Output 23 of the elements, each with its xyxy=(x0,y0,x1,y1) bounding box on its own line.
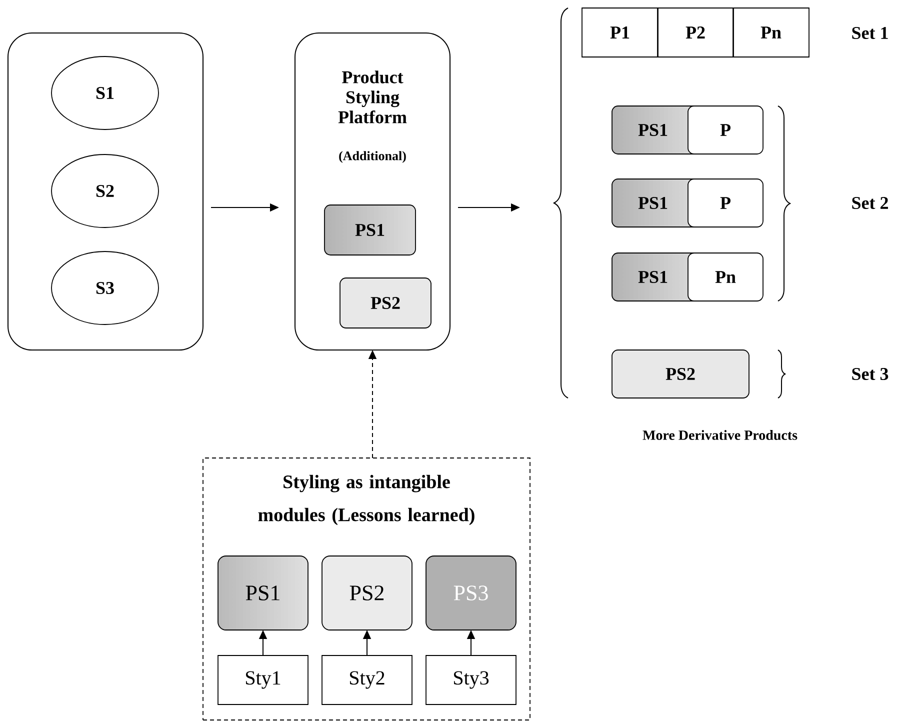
module-box: PS2 xyxy=(612,350,750,398)
product-cell: Pn xyxy=(732,8,810,58)
container-box xyxy=(8,32,204,350)
set-label: Set 1 xyxy=(852,26,888,40)
product-box: Pn xyxy=(688,252,764,302)
style-box: Sty3 xyxy=(426,655,516,705)
module-box: PS2 xyxy=(322,556,412,630)
heading: Styling as intangible modules (Lessons learned) xyxy=(258,474,474,526)
style-box: Sty1 xyxy=(218,655,308,705)
heading: (Additional) xyxy=(339,151,406,163)
product-cell: P2 xyxy=(657,8,734,58)
product-cell: P1 xyxy=(582,8,658,58)
module-box: PS1 xyxy=(218,556,308,630)
style-box: Sty2 xyxy=(322,655,412,705)
product-box: P xyxy=(688,106,764,154)
module-box: PS1 xyxy=(324,204,416,256)
heading: Product Styling Platform xyxy=(338,70,407,124)
module-box: PS2 xyxy=(340,278,432,328)
caption-text: More Derivative Products xyxy=(642,430,798,440)
module-box: PS3 xyxy=(426,556,516,630)
set-label: Set 2 xyxy=(852,196,888,210)
set-label: Set 3 xyxy=(852,368,888,380)
product-box: P xyxy=(688,178,764,228)
